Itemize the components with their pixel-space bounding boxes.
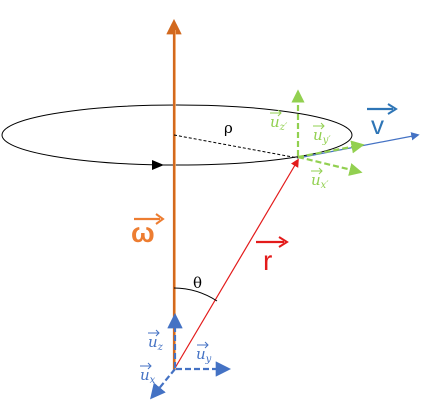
uz-prime-label-sub: z′ [279,122,288,133]
uz-label-u: u [148,333,158,351]
theta-label: θ [193,274,202,292]
uz-prime-label-u: u [270,113,280,131]
theta-arc [173,287,218,302]
ux-label-sub: x [150,375,156,386]
ux-prime-label: ux′ [311,167,329,191]
svg-text:ux: ux [140,366,156,386]
uz-label-arrow [148,329,160,337]
uy-prime-vector [297,140,365,159]
uz-prime-label-arrow [270,109,282,117]
uy-prime-label-sub: y′ [322,135,332,146]
svg-text:ux′: ux′ [311,171,329,191]
svg-text:uy′: uy′ [313,126,331,146]
uz-label-sub: z [157,342,164,353]
v-arrow-head [387,103,398,115]
uz-prime-label: uz′ [270,109,288,133]
radius-rho-line [173,134,299,159]
uz-label: uz [148,329,164,353]
uy-label-sub: y [205,354,212,365]
omega-label-group: ω [131,213,165,248]
ux-prime-label-sub: x′ [321,180,330,191]
ux-label: ux [140,362,156,386]
orbit-direction-arrow [152,160,164,170]
ux-prime-vector [297,155,363,176]
uy-prime-label-arrow [313,122,325,130]
r-label: r [263,245,272,276]
v-label: v [371,110,384,140]
ux-label-u: u [140,366,150,384]
svg-text:uy: uy [196,345,212,365]
ux-prime-label-arrow [311,167,323,175]
v-label-group: v [367,103,398,140]
ux-vector [150,368,176,400]
ux-prime-label-u: u [311,171,321,189]
omega-label: ω [131,217,155,248]
uy-prime-label-u: u [313,126,323,144]
r-label-group: r [256,236,289,276]
omega-arrow-head [155,213,165,225]
ux-label-arrow [140,362,152,370]
uy-label: uy [196,341,212,365]
uy-label-arrow [197,341,209,349]
orbit-circle [1,104,353,166]
rho-label: ρ [224,119,233,137]
position-vector-r [174,158,299,369]
svg-text:uz: uz [148,333,164,353]
uy-label-u: u [196,345,206,363]
r-arrow-head [278,236,289,248]
svg-text:uz′: uz′ [270,113,288,133]
uy-prime-label: uy′ [313,122,331,146]
